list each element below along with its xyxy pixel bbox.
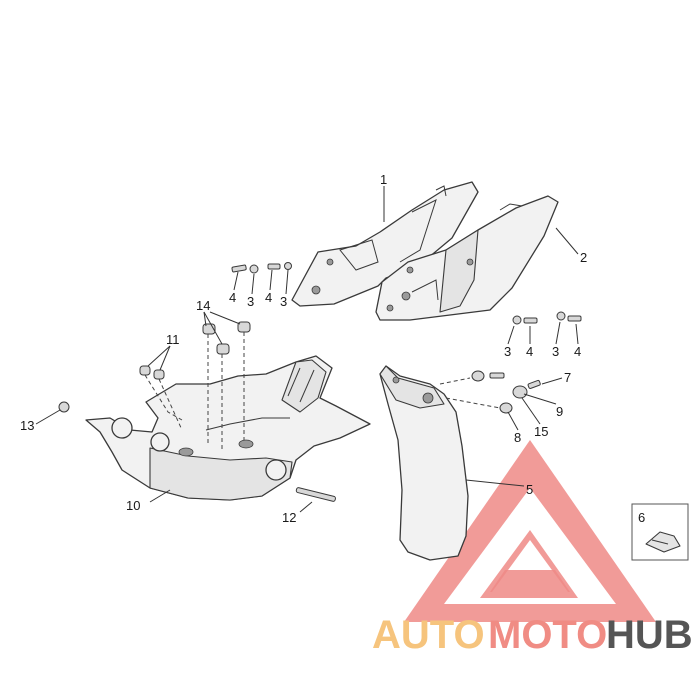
washer-3d[interactable] bbox=[556, 311, 566, 321]
washer-3c[interactable] bbox=[512, 315, 522, 325]
screw-4b[interactable] bbox=[267, 263, 281, 270]
callout-4c: 4 bbox=[526, 344, 533, 359]
watermark-logo bbox=[404, 440, 656, 622]
callout-8: 8 bbox=[514, 430, 521, 445]
screw-4d[interactable] bbox=[567, 315, 582, 322]
screw-4a[interactable] bbox=[231, 264, 247, 273]
callout-10: 10 bbox=[126, 498, 140, 513]
callout-2: 2 bbox=[580, 250, 587, 265]
washer-3b[interactable] bbox=[284, 262, 292, 270]
bushing-14c[interactable] bbox=[216, 343, 230, 355]
leader-lines bbox=[35, 186, 579, 513]
callout-4d: 4 bbox=[574, 344, 581, 359]
nut-13[interactable] bbox=[58, 401, 70, 413]
spacer-11b[interactable] bbox=[153, 369, 165, 380]
part-2-right-side-panel[interactable] bbox=[375, 195, 559, 321]
spacer-11a[interactable] bbox=[139, 365, 151, 376]
screw-7[interactable] bbox=[527, 379, 541, 389]
callout-4a: 4 bbox=[229, 290, 236, 305]
callout-5: 5 bbox=[526, 482, 533, 497]
washer-3a[interactable] bbox=[249, 264, 259, 274]
fastener-group-guard bbox=[439, 370, 541, 414]
callout-14: 14 bbox=[196, 298, 210, 313]
bolt-12[interactable] bbox=[295, 487, 336, 502]
washer-guard[interactable] bbox=[471, 370, 485, 382]
callout-15: 15 bbox=[534, 424, 548, 439]
washer-8[interactable] bbox=[499, 402, 513, 414]
screw-4c[interactable] bbox=[523, 317, 538, 324]
callout-7: 7 bbox=[564, 370, 571, 385]
fastener-group-upper-left bbox=[231, 262, 292, 274]
callout-3a: 3 bbox=[247, 294, 254, 309]
callout-3c: 3 bbox=[504, 344, 511, 359]
watermark-hub: HUB bbox=[606, 613, 693, 657]
callout-12: 12 bbox=[282, 510, 296, 525]
fastener-group-skid bbox=[58, 321, 336, 502]
part-1-left-side-panel[interactable] bbox=[291, 181, 479, 307]
watermark-text: AUTO MOTO HUB bbox=[372, 613, 693, 657]
callout-3b: 3 bbox=[280, 294, 287, 309]
watermark-auto: AUTO bbox=[372, 613, 485, 657]
callout-4b: 4 bbox=[265, 290, 272, 305]
fastener-group-right bbox=[512, 311, 582, 325]
callout-3d: 3 bbox=[552, 344, 559, 359]
callout-9: 9 bbox=[556, 404, 563, 419]
logo-inner-bar bbox=[490, 570, 570, 592]
washer-15[interactable] bbox=[512, 385, 528, 399]
part-6-inset-box[interactable] bbox=[631, 503, 689, 561]
part-10-skid-plate[interactable] bbox=[85, 355, 371, 501]
watermark-moto: MOTO bbox=[488, 613, 607, 657]
callout-11: 11 bbox=[166, 332, 180, 347]
screw-guard[interactable] bbox=[489, 372, 505, 379]
callout-6: 6 bbox=[638, 510, 645, 525]
callout-labels: 1 2 4 3 4 3 14 11 13 10 12 3 4 3 4 7 9 8… bbox=[20, 172, 645, 525]
callout-1: 1 bbox=[380, 172, 387, 187]
part-5-frame-guard[interactable] bbox=[379, 365, 469, 561]
callout-13: 13 bbox=[20, 418, 34, 433]
